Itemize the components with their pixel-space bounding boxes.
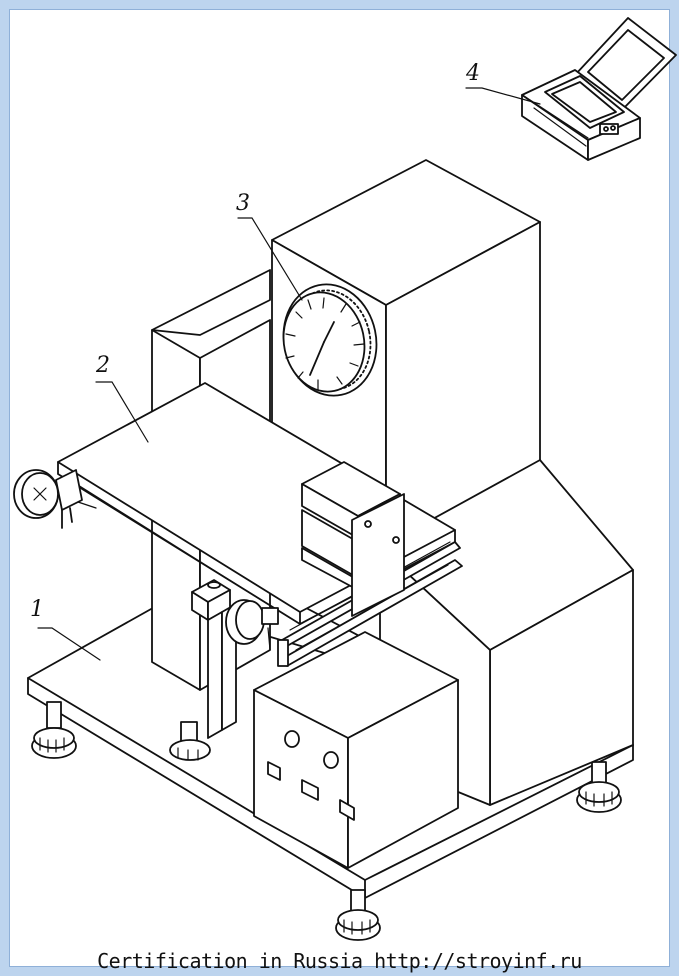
right-adjust-knob [225,599,279,651]
measuring-head [301,461,405,617]
left-adjust-knob [13,469,97,529]
table-support [191,579,237,739]
control-box-buttons [267,730,355,821]
control-box [253,631,459,869]
leveling-foot-right [576,761,622,813]
part-label-2: 2 [95,353,110,378]
carrying-case [521,17,677,161]
leveling-foot-mid [169,721,211,761]
leveling-foot-front [335,889,381,941]
part-label-3: 3 [236,191,250,216]
part-label-1: 1 [30,597,44,622]
part-label-4: 4 [465,61,480,86]
leveling-foot-left [31,701,77,759]
leader-lines [37,87,541,661]
dial-indicator [282,283,378,397]
footer-watermark: Certification in Russia http://stroyinf.… [97,949,582,973]
